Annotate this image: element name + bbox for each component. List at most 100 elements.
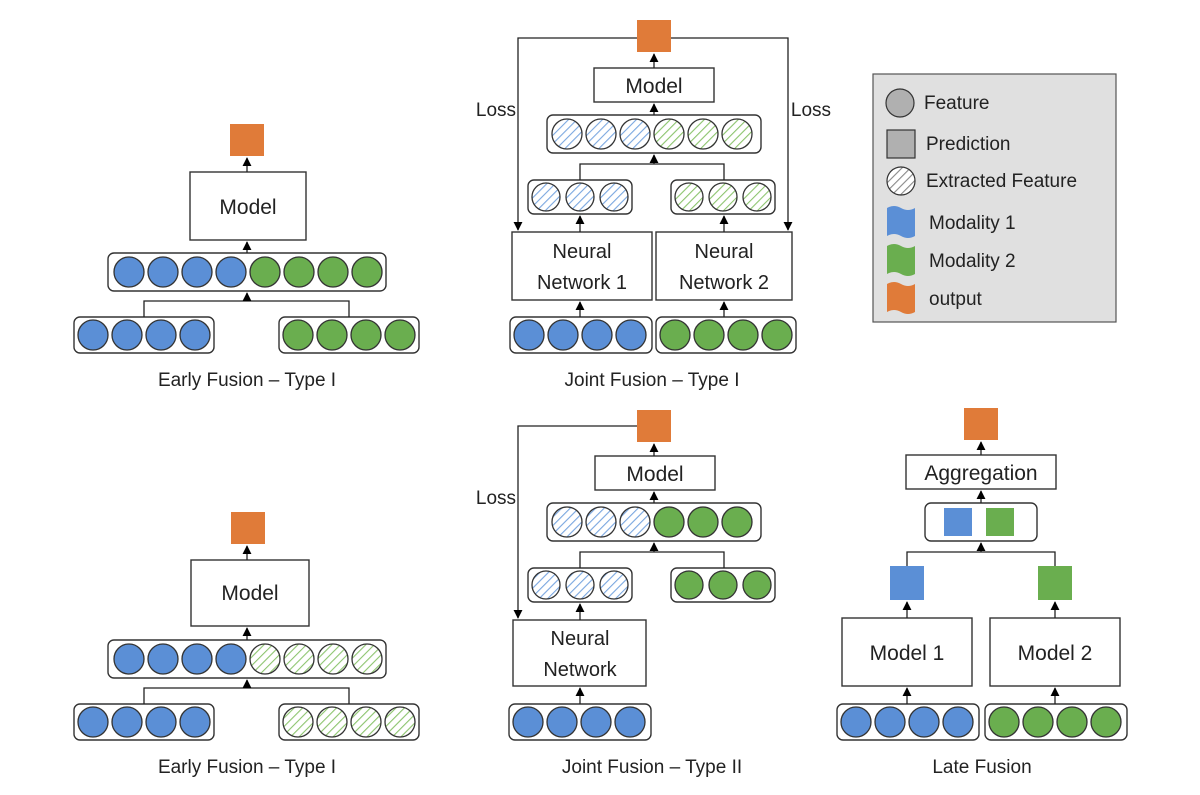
feature-circle	[351, 643, 383, 675]
connector	[143, 687, 350, 704]
nn1-line2: Network 1	[537, 272, 627, 294]
model-box	[189, 171, 307, 241]
loss-label-right: Loss	[791, 100, 831, 121]
feature-circle	[659, 319, 691, 351]
prediction-modality1	[944, 508, 972, 536]
nn-line2: Network	[543, 659, 617, 681]
panel-early-fusion-2: Model Early Fusion – Type I	[73, 512, 420, 778]
feature-circle	[113, 643, 145, 675]
feature-circle	[721, 506, 753, 538]
feature-circle	[283, 643, 315, 675]
model-2-box	[989, 617, 1121, 687]
modality2-flag-icon	[887, 244, 915, 276]
feature-circle	[283, 256, 315, 288]
feature-circle	[77, 319, 109, 351]
loss-label-left: Loss	[476, 100, 516, 121]
feature-circle	[840, 706, 872, 738]
extracted-feature-circle	[687, 118, 719, 150]
feature-circle	[1090, 706, 1122, 738]
feature-circle	[585, 506, 617, 538]
feature-circle	[215, 643, 247, 675]
prediction-modality2	[986, 508, 1014, 536]
feature-circle	[1022, 706, 1054, 738]
extracted-feature-circle	[350, 706, 382, 738]
extracted-feature-circle	[708, 182, 738, 212]
feature-circle	[942, 706, 974, 738]
model-box	[190, 559, 310, 627]
connector	[579, 551, 725, 568]
extracted-feature-circle	[619, 118, 651, 150]
extracted-feature-circle	[282, 706, 314, 738]
connector	[579, 163, 725, 180]
feature-circles	[77, 118, 1122, 738]
feature-circle	[316, 319, 348, 351]
feature-circle	[179, 319, 211, 351]
prediction-2-square	[1038, 566, 1072, 600]
feature-circle	[580, 706, 612, 738]
output-flag-icon	[887, 282, 915, 314]
neural-network-2-box	[655, 231, 793, 301]
feature-circle	[512, 706, 544, 738]
caption-late-fusion: Late Fusion	[932, 757, 1031, 778]
feature-circle	[687, 506, 719, 538]
nn2-line2: Network 2	[679, 272, 769, 294]
output-square	[637, 20, 671, 52]
extracted-feature-circle	[565, 570, 595, 600]
feature-circle	[77, 706, 109, 738]
feature-circle	[546, 706, 578, 738]
extracted-feature-circle	[316, 706, 348, 738]
extracted-feature-circle	[531, 182, 561, 212]
feature-circle	[147, 256, 179, 288]
connector	[906, 551, 1056, 566]
extracted-feature-circle	[674, 182, 704, 212]
loss-arrow-left	[513, 37, 637, 231]
feature-circle	[145, 706, 177, 738]
feature-circle	[179, 706, 211, 738]
modality1-input-row	[836, 703, 980, 741]
feature-circle	[653, 506, 685, 538]
feature-circle	[215, 256, 247, 288]
legend-label-prediction: Prediction	[926, 134, 1011, 155]
panel-late-fusion: Aggregation Model 1 Model 2 Late Fusion	[836, 408, 1128, 778]
feature-circle	[614, 706, 646, 738]
modality2-input-row	[655, 316, 797, 354]
extracted-feature-circle	[599, 570, 629, 600]
aggregation-box	[905, 454, 1057, 490]
model-label: Model	[626, 463, 683, 486]
nn1-line1: Neural	[553, 241, 612, 263]
extracted-feature-circle	[742, 182, 772, 212]
legend-box	[872, 73, 1117, 323]
legend-label-extracted-feature: Extracted Feature	[926, 171, 1077, 192]
feature-circle	[874, 706, 906, 738]
feature-circle	[708, 570, 738, 600]
feature-circle	[249, 643, 281, 675]
legend: Feature Prediction Extracted Feature Mod…	[872, 73, 1117, 323]
output-square	[637, 410, 671, 442]
modality2-input-row	[984, 703, 1128, 741]
extracted-feature-circle	[653, 118, 685, 150]
extracted-feature-circle	[551, 118, 583, 150]
feature-circle	[615, 319, 647, 351]
extracted-feature-circle	[599, 182, 629, 212]
legend-label-modality2: Modality 2	[929, 251, 1016, 272]
output-square	[231, 512, 265, 544]
feature-circle	[547, 319, 579, 351]
connector-lines	[143, 37, 1060, 704]
modality1-input-row	[509, 316, 653, 354]
feature-circle	[113, 256, 145, 288]
model-box	[594, 455, 716, 491]
caption-early-fusion-2: Early Fusion – Type I	[158, 757, 336, 778]
neural-network-box	[512, 619, 647, 687]
feature-circle	[145, 319, 177, 351]
feature-circle	[351, 256, 383, 288]
legend-label-output: output	[929, 289, 983, 310]
feature-circle	[282, 319, 314, 351]
model-label: Model	[625, 75, 682, 98]
feature-circle	[317, 643, 349, 675]
model-box	[593, 67, 715, 103]
predictions-row	[924, 502, 1038, 542]
feature-circle	[249, 256, 281, 288]
caption-joint-fusion-1: Joint Fusion – Type I	[565, 370, 740, 391]
model-label: Model	[219, 196, 276, 219]
